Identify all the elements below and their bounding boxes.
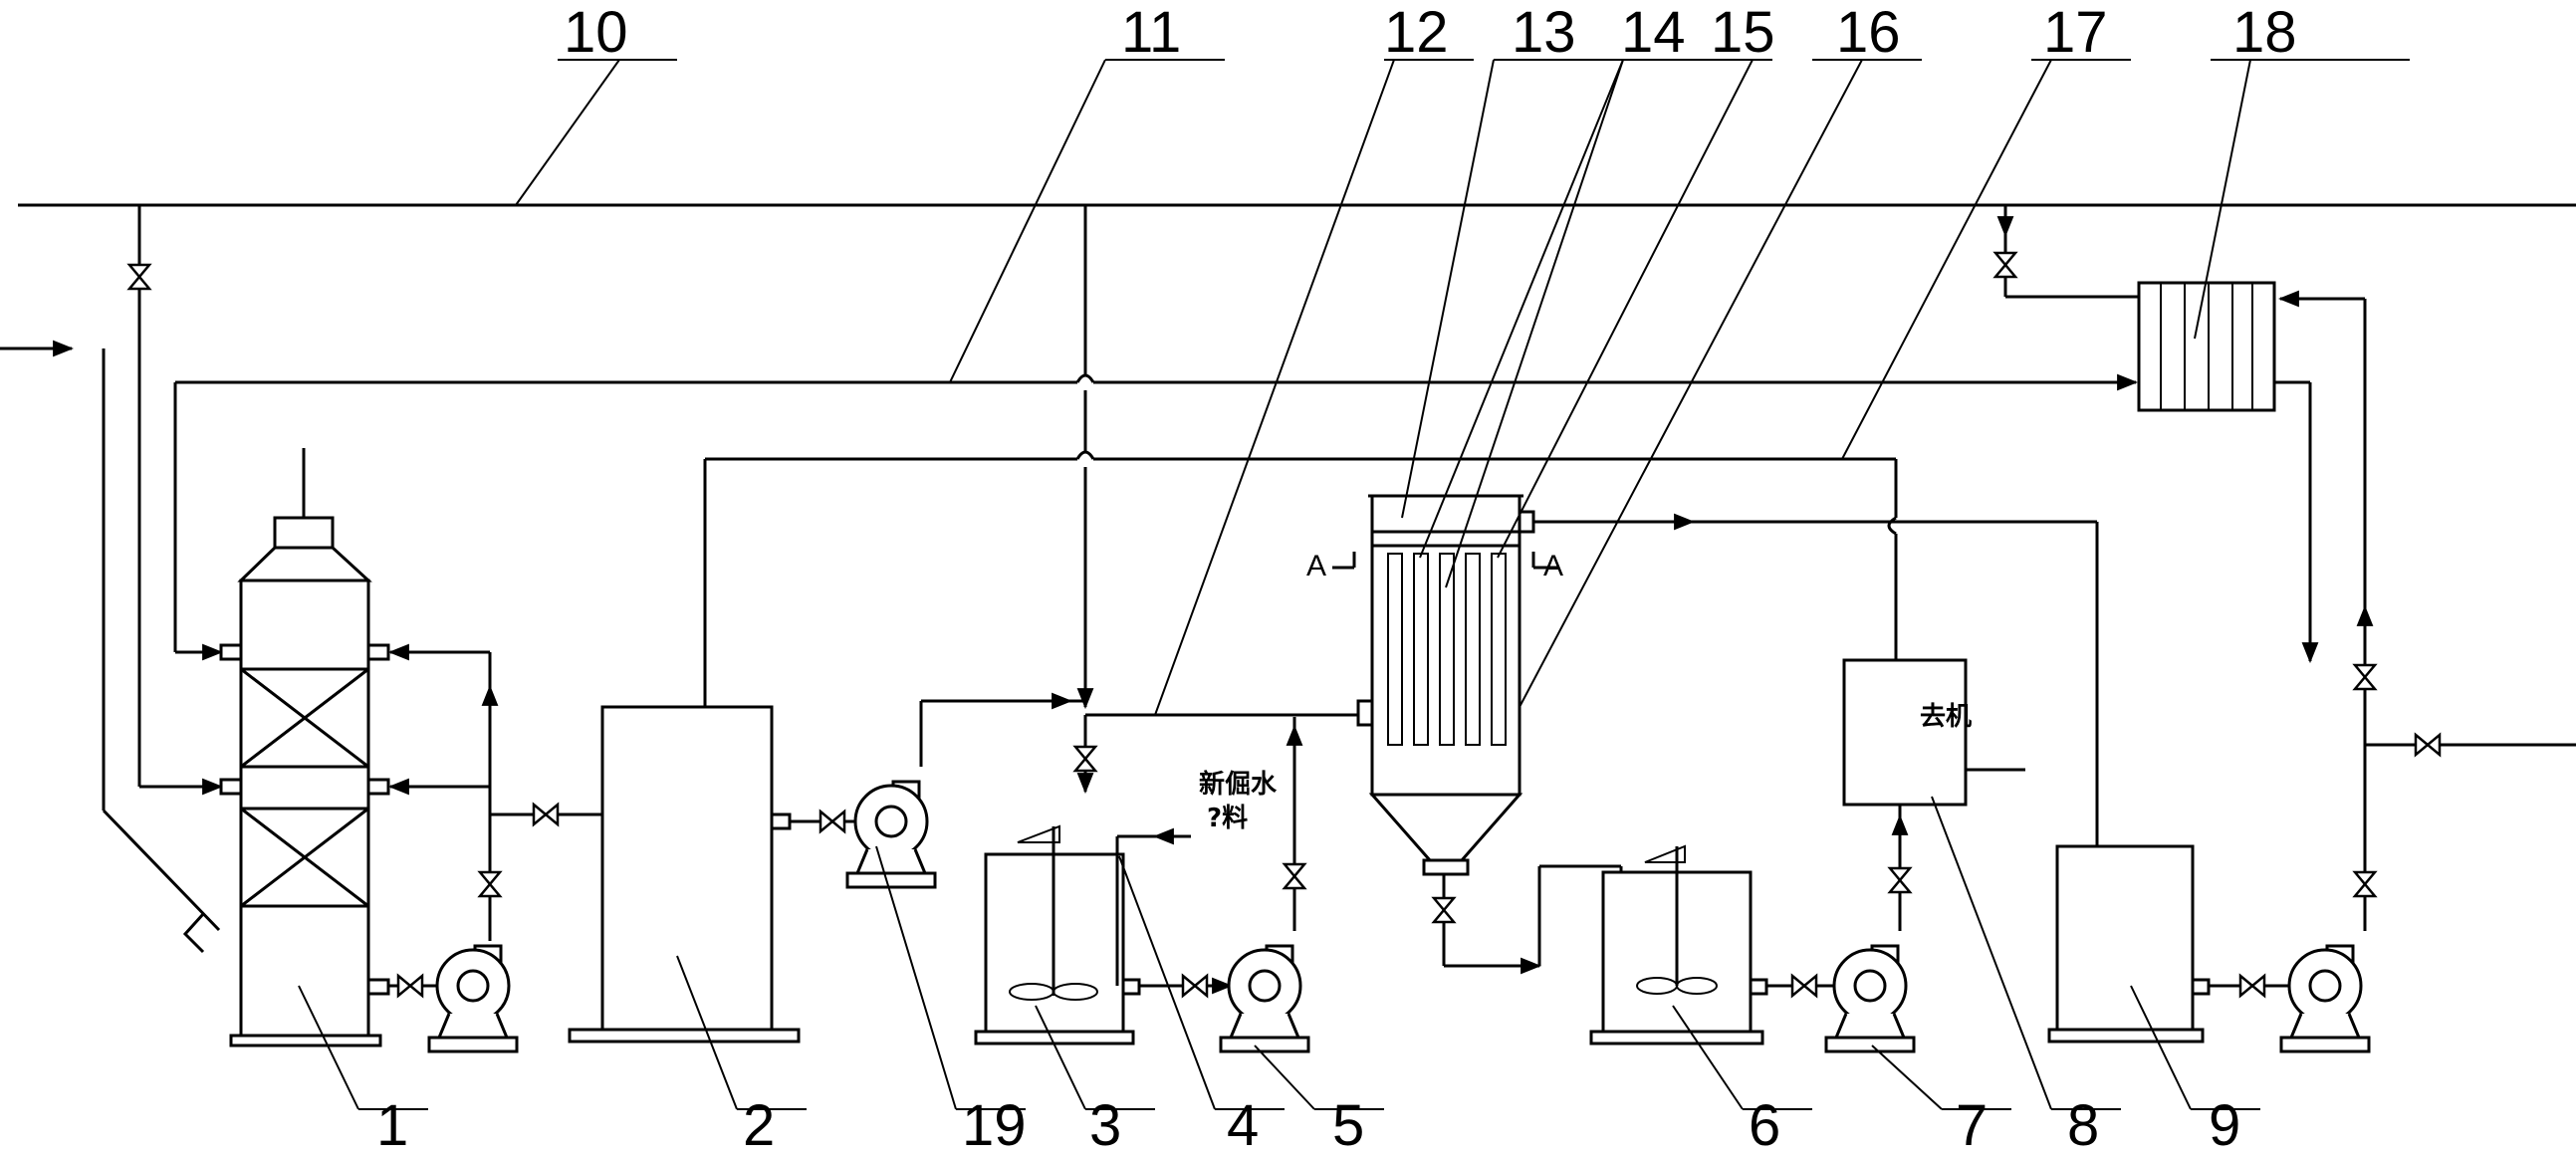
callout-8: 8 xyxy=(2067,1093,2099,1158)
callout-9: 9 xyxy=(2209,1093,2240,1158)
pump-9-circuit xyxy=(2280,299,2576,1051)
callout-5: 5 xyxy=(1332,1093,1364,1158)
callout-18: 18 xyxy=(2232,0,2297,65)
absorption-tower-1 xyxy=(221,448,388,1045)
fresh-water-text-2: ?料 xyxy=(1207,804,1248,833)
callout-4: 4 xyxy=(1227,1093,1259,1158)
separator-vessel: A A xyxy=(1306,496,2097,874)
fresh-water-label: 新倔水 ?料 xyxy=(1199,769,1278,833)
tank-8: 去机 xyxy=(1844,660,2025,805)
section-mark-right: A xyxy=(1543,550,1563,582)
mixing-tank-3 xyxy=(976,826,1231,1044)
callout-3: 3 xyxy=(1089,1093,1121,1158)
callout-19: 19 xyxy=(962,1093,1027,1158)
return-line-11 xyxy=(175,375,2136,652)
section-mark-left: A xyxy=(1306,550,1326,582)
callout-11: 11 xyxy=(1121,0,1181,65)
callout-16: 16 xyxy=(1836,0,1901,65)
callout-7: 7 xyxy=(1956,1093,1988,1158)
callout-10: 10 xyxy=(564,0,628,65)
callout-13: 13 xyxy=(1512,0,1576,65)
feed-gas-inlet xyxy=(0,348,219,952)
pump-7 xyxy=(1826,805,1914,1051)
callout-17: 17 xyxy=(2043,0,2108,65)
callout-2: 2 xyxy=(743,1093,775,1158)
fresh-water-text-1: 新倔水 xyxy=(1199,769,1278,800)
mixing-tank-6 xyxy=(1591,846,1848,1044)
line-17 xyxy=(705,452,1896,707)
tower-recirc xyxy=(388,652,602,1051)
tank-2 xyxy=(570,707,871,1042)
pump-5 xyxy=(1221,717,1308,1051)
tank-9 xyxy=(2049,522,2290,1042)
callout-14: 14 xyxy=(1621,0,1686,65)
callout-6: 6 xyxy=(1749,1093,1780,1158)
callout-12: 12 xyxy=(1384,0,1449,65)
separator-discharge xyxy=(1434,866,1621,966)
heat-exchanger-18 xyxy=(1995,205,2310,661)
callout-1: 1 xyxy=(376,1093,408,1158)
tank-8-label: 去机 xyxy=(1920,702,1972,732)
callout-15: 15 xyxy=(1711,0,1775,65)
